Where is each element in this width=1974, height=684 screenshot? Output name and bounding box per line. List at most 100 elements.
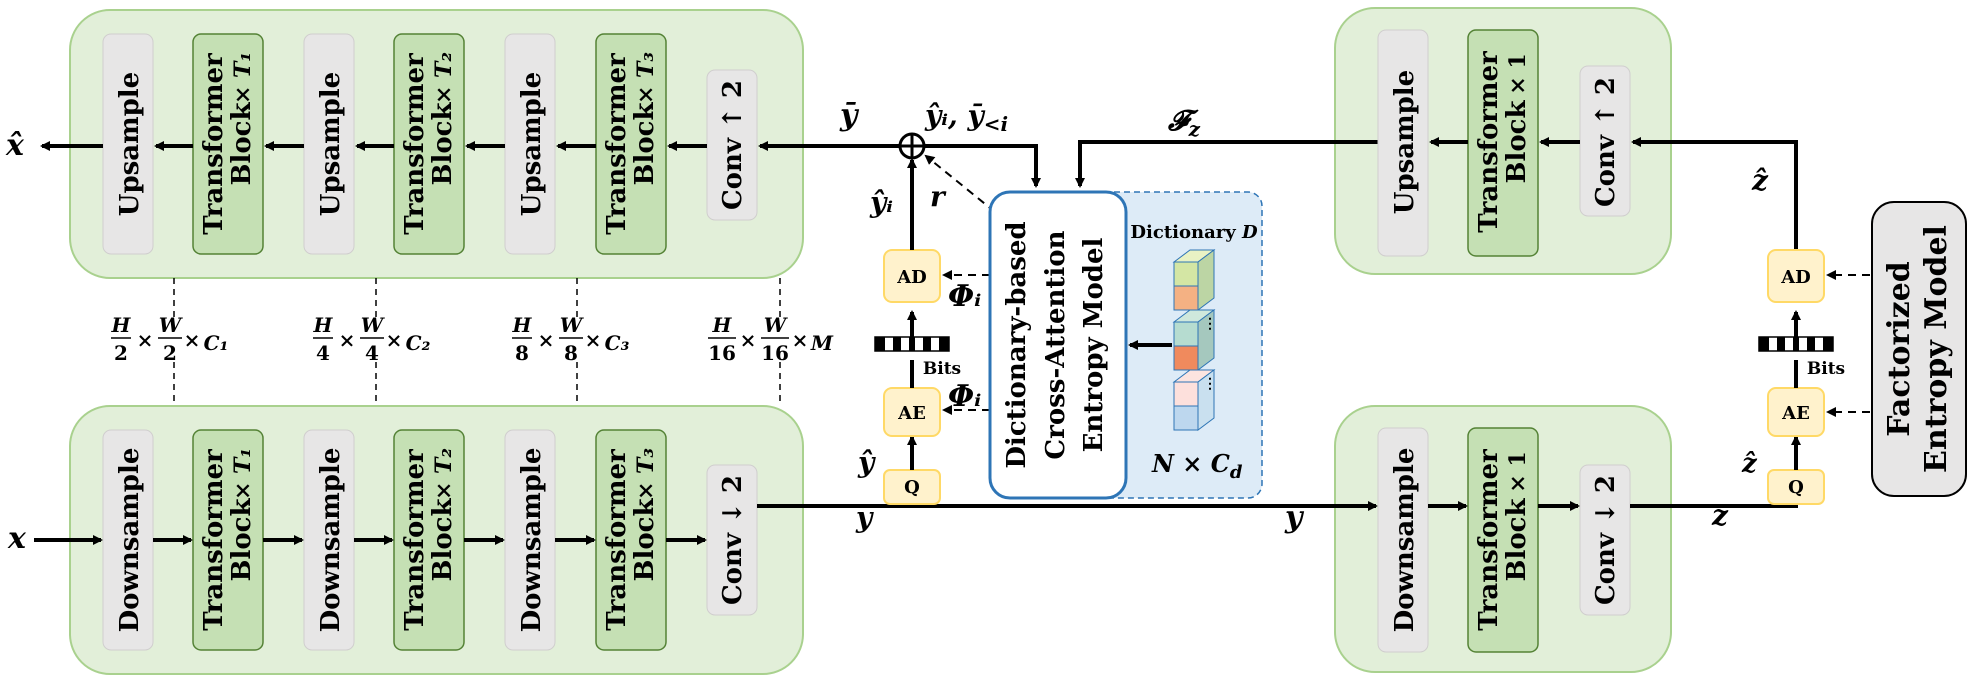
svg-text:×: × [792, 328, 809, 352]
upsample-block-1-label: Upsample [115, 72, 145, 216]
right-bits-label: Bits [1807, 359, 1845, 379]
svg-text:H: H [512, 313, 533, 337]
shape-dashed-lines [173, 278, 781, 406]
entropy-model-box[interactable] [988, 190, 1128, 500]
enc-transformer-block-2-multiplier: × T₂ [431, 448, 457, 500]
entropy-model-line-1: Dictionary-based [1002, 221, 1032, 468]
transformer-block-3-label-b: Block [630, 101, 660, 185]
transformer-block-2-multiplier: × T₂ [431, 52, 457, 104]
shape-label-1: H 2 × W 2 × C₁ [111, 313, 229, 365]
svg-text:4: 4 [365, 341, 379, 365]
svg-text:W: W [560, 313, 585, 337]
transformer-block-2-label-b: Block [428, 101, 458, 185]
right-quantizer-label: Q [1788, 477, 1804, 498]
z-hat-label: ẑ [1741, 449, 1758, 479]
enc-transformer-block-3-multiplier: × T₃ [633, 448, 659, 500]
right-ad-label: AD [1780, 267, 1811, 288]
hyper-downsample-block [1377, 427, 1429, 653]
entropy-model-line-2: Cross-Attention [1041, 230, 1071, 459]
hyper-enc-transformer-block [1467, 427, 1539, 653]
hyper-downsample-label: Downsample [1390, 448, 1420, 633]
hyper-upsample-block-label: Upsample [1390, 70, 1420, 214]
hyper-conv-down-block [1579, 464, 1631, 616]
arithmetic-decoder-label: AD [896, 267, 927, 288]
svg-text:C₃: C₃ [605, 331, 630, 355]
entropy-model-line-3: Entropy Model [1079, 237, 1109, 452]
hyper-conv-down-label: Conv ↓ 2 [1591, 475, 1621, 605]
right-column: Q AE Bits AD [1758, 249, 1870, 505]
shape-label-4: H 16 × W 16 × M [708, 313, 834, 365]
right-ae-label: AE [1781, 403, 1810, 424]
decoder-blocks: Upsample Transformer Block × T₁ Upsample… [102, 33, 758, 255]
svg-text:W: W [764, 313, 789, 337]
hyper-enc-transformer-label-b: Block [1502, 497, 1532, 581]
svg-text:⋮: ⋮ [1203, 376, 1217, 392]
downsample-block-2-label: Downsample [316, 448, 346, 633]
mid-column: Q AE Bits AD [874, 132, 1041, 505]
svg-text:×: × [538, 328, 555, 352]
svg-text:8: 8 [515, 341, 529, 365]
bitstream-icon [874, 336, 950, 352]
svg-text:×: × [137, 328, 154, 352]
encoder-blocks: Downsample Transformer Block × T₁ Downsa… [102, 429, 758, 651]
y-bar-label: ȳ [839, 98, 860, 133]
transformer-block-3-multiplier: × T₃ [633, 52, 659, 104]
y-hat-i-label: ŷᵢ [869, 186, 893, 219]
conv-down-block-label: Conv ↓ 2 [718, 475, 748, 605]
hyper-dec-multiplier: × 1 [1505, 53, 1531, 94]
svg-text:M: M [810, 331, 834, 355]
svg-text:×: × [386, 328, 403, 352]
svg-text:×: × [184, 328, 201, 352]
svg-text:H: H [111, 313, 132, 337]
dictionary-size-label: N × Cd [1151, 449, 1243, 483]
right-bitstream-icon [1758, 336, 1834, 352]
y-label-right: y [1284, 500, 1305, 535]
bits-label: Bits [923, 359, 961, 379]
svg-text:W: W [159, 313, 184, 337]
factorized-label-1: Factorized [1882, 261, 1917, 437]
y-label-left: y [855, 501, 874, 534]
downsample-block-1-label: Downsample [115, 448, 145, 633]
hyper-decoder-arrows [1429, 137, 1798, 250]
factorized-entropy-model-box[interactable] [1871, 201, 1967, 497]
right-ad-box [1767, 249, 1825, 303]
dictionary-stack-icon: ⋮ ⋮ [1172, 249, 1217, 431]
enc-transformer-block-2-label-a: Transformer [400, 449, 430, 631]
shape-label-3: H 8 × W 8 × C₃ [512, 313, 630, 365]
hyper-enc-multiplier: × 1 [1505, 451, 1531, 492]
svg-text:16: 16 [761, 341, 789, 365]
z-hat-top-label: ẑ [1751, 164, 1769, 197]
quantizer-label: Q [904, 477, 920, 498]
transformer-block-3-label-a: Transformer [602, 53, 632, 235]
svg-text:8: 8 [564, 341, 578, 365]
svg-text:C₂: C₂ [406, 331, 431, 355]
phi-label-bottom: Φᵢ [948, 379, 981, 414]
x-hat-output-label: x̂ [5, 128, 25, 163]
enc-transformer-block-1-label-b: Block [227, 497, 257, 581]
upsample-block-3-label: Upsample [517, 72, 547, 216]
svg-text:×: × [740, 328, 757, 352]
r-label: r [930, 180, 947, 213]
hyper-conv-up-label: Conv ↑ 2 [1591, 77, 1621, 207]
hyper-dec-transformer-label-a: Transformer [1474, 51, 1504, 233]
enc-transformer-block-3-label-a: Transformer [602, 449, 632, 631]
conv-down-block [706, 464, 758, 616]
svg-text:2: 2 [114, 341, 128, 365]
hyper-decoder-blocks: Upsample Transformer Block × 1 Conv ↑ 2 [1377, 29, 1631, 257]
dictionary-title: Dictionary D [1130, 222, 1258, 243]
arithmetic-encoder-label: AE [897, 403, 926, 424]
svg-text:2: 2 [163, 341, 177, 365]
enc-transformer-block-3-label-b: Block [630, 497, 660, 581]
upsample-block-2-label: Upsample [316, 72, 346, 216]
phi-label-top: Φᵢ [948, 279, 981, 314]
hyper-upsample-block [1377, 29, 1429, 257]
hyper-encoder-blocks: Downsample Transformer Block × 1 Conv ↓ … [1377, 427, 1631, 653]
context-label: ŷᵢ, ȳ<i [924, 99, 1008, 136]
transformer-block-2-label-a: Transformer [400, 53, 430, 235]
x-input-label: x [7, 521, 27, 556]
svg-text:C₁: C₁ [204, 331, 229, 355]
svg-text:×: × [585, 328, 602, 352]
svg-text:4: 4 [316, 341, 330, 365]
svg-text:H: H [313, 313, 334, 337]
